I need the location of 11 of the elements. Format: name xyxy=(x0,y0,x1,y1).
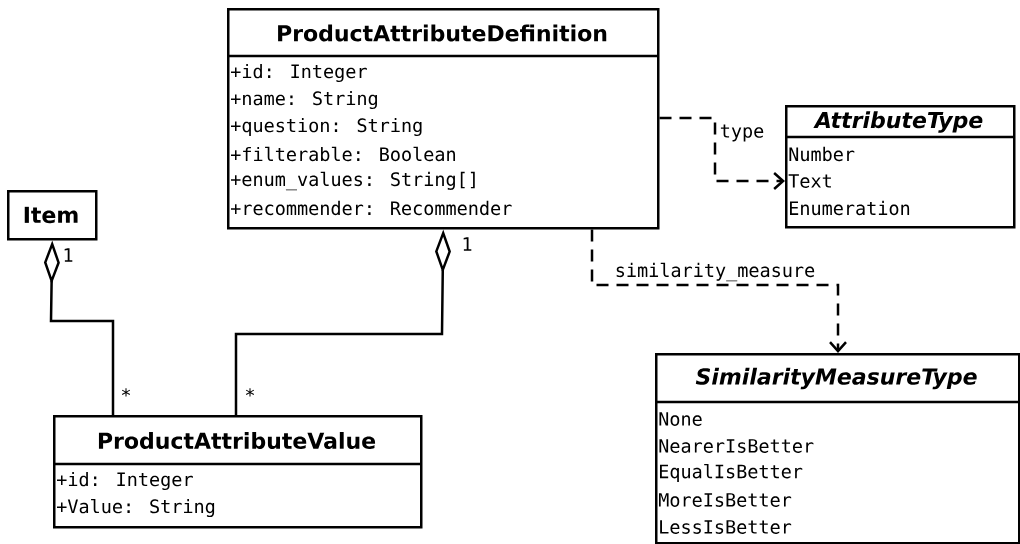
edge-label: similarity_measure xyxy=(613,261,817,283)
class-box: SimilarityMeasureType None NearerIsBetter EqualIsBetter MoreIsBetter LessIsBetter xyxy=(655,353,1020,544)
class-box: AttributeType Number Text Enumeration xyxy=(785,105,1016,229)
class-box: ProductAttributeDefinition +id: Integer +name: String +question: String +filterable: Boolean +enum_values: String[] +recommender: Recommender xyxy=(227,8,660,230)
edge-label: type xyxy=(718,123,766,143)
connector-arrow xyxy=(659,116,785,190)
class-box: ProductAttributeValue +id: Integer +Value: String xyxy=(53,415,423,529)
multiplicity-label: * xyxy=(245,388,255,397)
multiplicity-label: * xyxy=(121,388,131,397)
class-box: Item xyxy=(7,190,98,241)
connector-arrow xyxy=(590,229,847,353)
